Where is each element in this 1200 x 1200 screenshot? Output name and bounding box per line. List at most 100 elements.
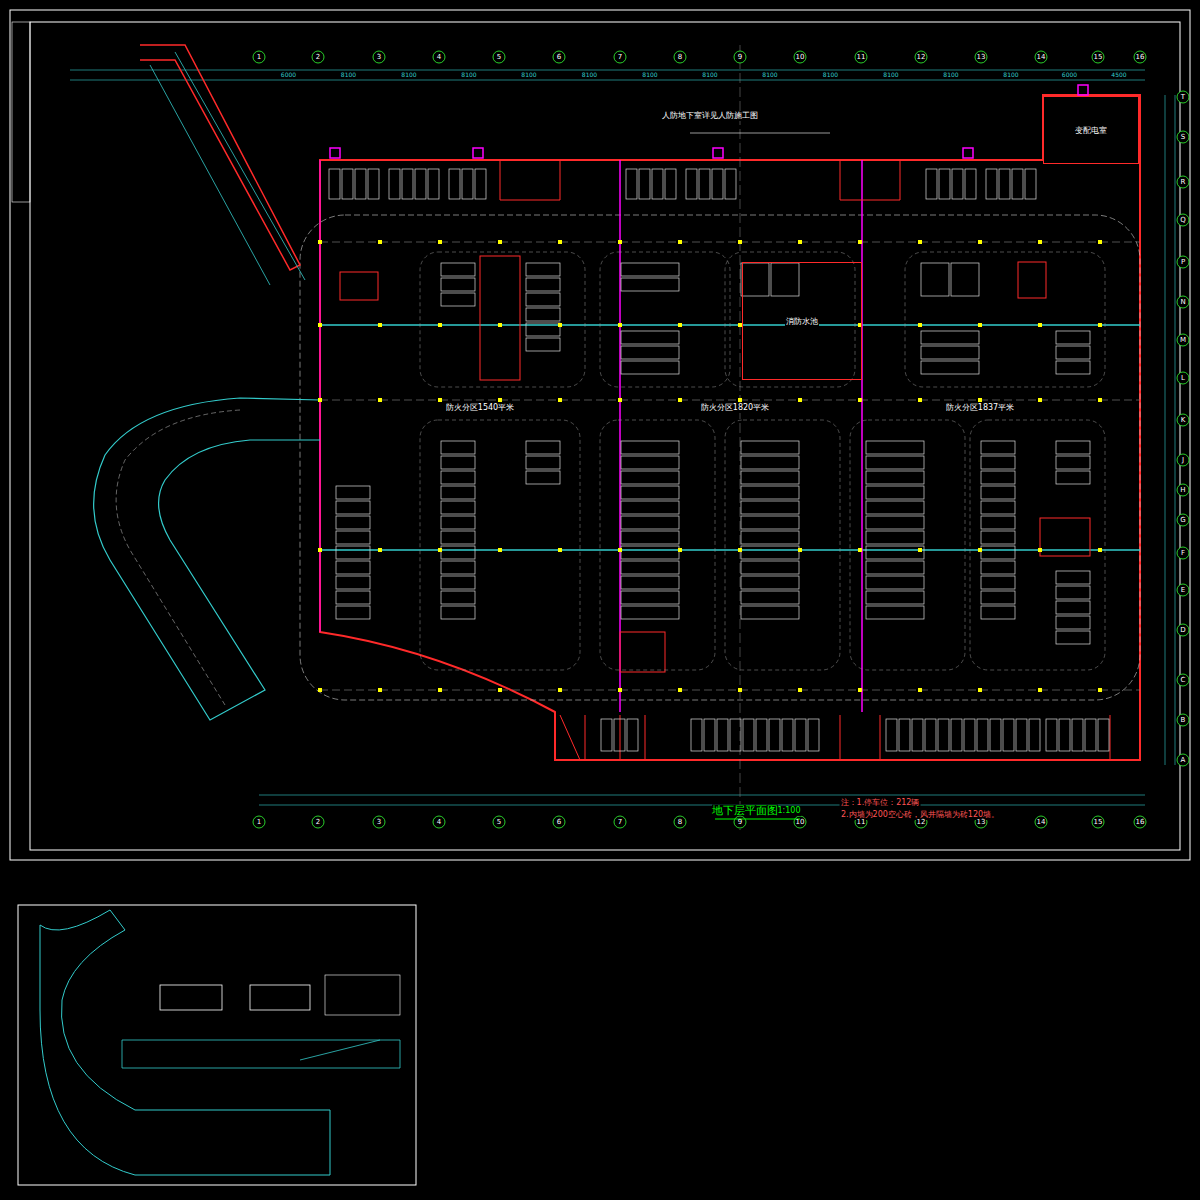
dimension: 8100 bbox=[762, 72, 777, 78]
table bbox=[325, 975, 400, 1015]
island bbox=[420, 252, 585, 387]
parking-stall bbox=[1012, 169, 1023, 199]
parking-stall bbox=[981, 591, 1015, 604]
grid-bubble bbox=[794, 51, 806, 63]
parking-stall bbox=[951, 263, 979, 296]
grid-number: 5 bbox=[497, 819, 501, 826]
parking-stall bbox=[526, 471, 560, 484]
parking-stall bbox=[626, 169, 637, 199]
grid-bubble bbox=[1092, 51, 1104, 63]
drive-aisle bbox=[300, 215, 1140, 700]
grid-number: 11 bbox=[857, 54, 866, 61]
room-box: 消防水池 bbox=[742, 262, 862, 380]
parking-stall bbox=[730, 719, 741, 751]
drawing-title: 地下层平面图 bbox=[712, 805, 778, 816]
parking-stall bbox=[1056, 631, 1090, 644]
parking-stall bbox=[526, 441, 560, 454]
grid-bubble bbox=[915, 51, 927, 63]
parking-stall bbox=[336, 546, 370, 559]
column bbox=[378, 240, 382, 244]
grid-number: P bbox=[1181, 259, 1185, 266]
parking-stall bbox=[526, 456, 560, 469]
grid-bubble bbox=[794, 816, 806, 828]
column bbox=[858, 548, 862, 552]
column bbox=[318, 548, 322, 552]
parking-stall bbox=[621, 361, 679, 374]
room-wall bbox=[560, 715, 1110, 760]
parking-stall bbox=[741, 456, 799, 469]
note: 注：1.停车位：212辆 bbox=[840, 798, 921, 808]
grid-number: N bbox=[1180, 299, 1185, 306]
grid-number: C bbox=[1181, 677, 1186, 684]
parking-stall bbox=[441, 501, 475, 514]
grid-number: B bbox=[1181, 717, 1186, 724]
parking-stall bbox=[441, 516, 475, 529]
parking-stall bbox=[741, 486, 799, 499]
parking-stall bbox=[526, 308, 560, 321]
parking-stall bbox=[977, 719, 988, 751]
column bbox=[558, 323, 562, 327]
parking-stall bbox=[886, 719, 897, 751]
parking-stall bbox=[741, 531, 799, 544]
grid-number: R bbox=[1181, 179, 1186, 186]
grid-number: 5 bbox=[497, 54, 501, 61]
grid-bubble bbox=[1035, 816, 1047, 828]
column bbox=[978, 548, 982, 552]
column bbox=[678, 240, 682, 244]
room bbox=[1018, 262, 1046, 298]
grid-bubble bbox=[253, 51, 265, 63]
parking-stall bbox=[621, 278, 679, 291]
ramp-wall bbox=[140, 45, 300, 270]
parking-stall bbox=[336, 486, 370, 499]
grid-number: 11 bbox=[857, 819, 866, 826]
dimension: 8100 bbox=[341, 72, 356, 78]
grid-bubble bbox=[975, 51, 987, 63]
grid-number: G bbox=[1180, 517, 1185, 524]
parking-stall bbox=[1056, 331, 1090, 344]
column bbox=[738, 240, 742, 244]
grid-number: S bbox=[1181, 134, 1185, 141]
parking-stall bbox=[441, 486, 475, 499]
column bbox=[498, 240, 502, 244]
grid-number: 16 bbox=[1136, 819, 1145, 826]
parking-stall bbox=[741, 501, 799, 514]
grid-bubble bbox=[855, 51, 867, 63]
grid-bubble bbox=[493, 816, 505, 828]
dimension: 8100 bbox=[943, 72, 958, 78]
column bbox=[378, 398, 382, 402]
column bbox=[1038, 240, 1042, 244]
parking-stall bbox=[981, 546, 1015, 559]
dimension: 4500 bbox=[1111, 72, 1126, 78]
note: 人防地下室详见人防施工图 bbox=[661, 111, 759, 121]
grid-number: 14 bbox=[1037, 54, 1046, 61]
dimension: 8100 bbox=[823, 72, 838, 78]
parking-stall bbox=[441, 576, 475, 589]
parking-stall bbox=[899, 719, 910, 751]
parking-stall bbox=[866, 546, 924, 559]
column bbox=[798, 548, 802, 552]
parking-stall bbox=[336, 561, 370, 574]
air-shaft bbox=[330, 148, 340, 158]
parking-stall bbox=[866, 531, 924, 544]
parking-stall bbox=[712, 169, 723, 199]
column bbox=[1098, 398, 1102, 402]
curved-ramp bbox=[94, 398, 320, 720]
parking-stall bbox=[665, 169, 676, 199]
air-shaft bbox=[473, 148, 483, 158]
grid-bubble bbox=[734, 51, 746, 63]
column bbox=[438, 240, 442, 244]
column bbox=[618, 240, 622, 244]
parking-stall bbox=[691, 719, 702, 751]
firewall-line bbox=[320, 160, 321, 632]
parking-stall bbox=[1056, 456, 1090, 469]
grid-number: 4 bbox=[437, 54, 441, 61]
column bbox=[1098, 323, 1102, 327]
parking-stall bbox=[741, 591, 799, 604]
parking-stall bbox=[441, 546, 475, 559]
grid-bubble bbox=[915, 816, 927, 828]
grid-bubble bbox=[1134, 51, 1146, 63]
column bbox=[558, 240, 562, 244]
column bbox=[618, 548, 622, 552]
column bbox=[618, 398, 622, 402]
column bbox=[798, 240, 802, 244]
